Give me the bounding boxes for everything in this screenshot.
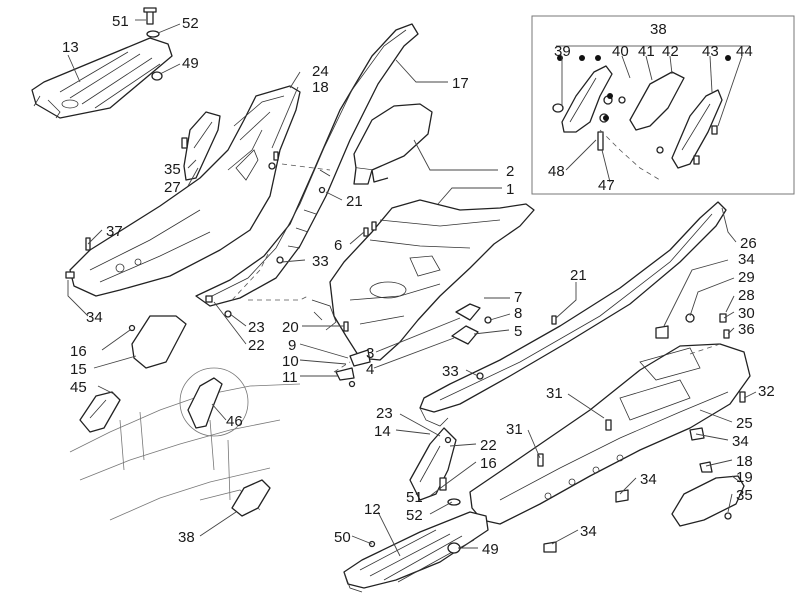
callout-16b: 16 bbox=[480, 455, 497, 472]
callout-50: 50 bbox=[334, 529, 351, 546]
callout-44: 44 bbox=[736, 43, 753, 60]
fasteners-upper bbox=[143, 7, 163, 81]
callout-52: 52 bbox=[182, 15, 199, 32]
callout-51b: 51 bbox=[406, 489, 423, 506]
callout-4: 4 bbox=[366, 361, 374, 378]
callout-21b: 21 bbox=[570, 267, 587, 284]
callout-9: 9 bbox=[288, 337, 296, 354]
callout-38b: 38 bbox=[178, 529, 195, 546]
callout-1: 1 bbox=[506, 181, 514, 198]
parts-drawing bbox=[31, 7, 795, 593]
callout-5: 5 bbox=[514, 323, 522, 340]
callout-29: 29 bbox=[738, 269, 755, 286]
callout-34: 34 bbox=[738, 251, 755, 268]
callout-18: 18 bbox=[312, 79, 329, 96]
callout-11: 11 bbox=[282, 369, 298, 386]
callout-51: 51 bbox=[112, 13, 129, 30]
callout-36: 36 bbox=[738, 321, 755, 338]
callout-23: 23 bbox=[248, 319, 265, 336]
callout-33b: 33 bbox=[442, 363, 459, 380]
callout-21: 21 bbox=[346, 193, 363, 210]
callout-48: 48 bbox=[548, 163, 565, 180]
callout-40: 40 bbox=[612, 43, 629, 60]
callout-23b: 23 bbox=[376, 405, 393, 422]
callout-32: 32 bbox=[758, 383, 775, 400]
callout-2: 2 bbox=[506, 163, 514, 180]
callout-3: 3 bbox=[366, 345, 374, 362]
part-right-lower-cover-25 bbox=[469, 343, 751, 525]
part-footrest-upper bbox=[31, 37, 173, 119]
callout-34e: 34 bbox=[580, 523, 597, 540]
part-frame-rail-17 bbox=[195, 23, 419, 307]
callout-47: 47 bbox=[598, 177, 615, 194]
callout-35: 35 bbox=[164, 161, 181, 178]
inset-detail-box bbox=[531, 15, 795, 195]
part-bracket-45 bbox=[79, 391, 121, 433]
callout-30: 30 bbox=[738, 305, 755, 322]
callout-7: 7 bbox=[514, 289, 522, 306]
assembly-guide-lines bbox=[231, 163, 721, 373]
callout-18b: 18 bbox=[736, 453, 753, 470]
callout-13: 13 bbox=[62, 39, 79, 56]
callout-19: 19 bbox=[736, 469, 753, 486]
callout-15: 15 bbox=[70, 361, 87, 378]
callout-14: 14 bbox=[374, 423, 391, 440]
callout-46: 46 bbox=[226, 413, 243, 430]
callout-24: 24 bbox=[312, 63, 329, 80]
part-footrest-lower bbox=[343, 511, 489, 593]
part-bracket-46-detail bbox=[179, 367, 249, 437]
callout-34b: 34 bbox=[86, 309, 103, 326]
callout-38: 38 bbox=[650, 21, 667, 38]
callout-6: 6 bbox=[334, 237, 342, 254]
callout-25: 25 bbox=[736, 415, 753, 432]
part-right-rail-26 bbox=[419, 201, 727, 427]
callout-27: 27 bbox=[164, 179, 181, 196]
callout-49: 49 bbox=[182, 55, 199, 72]
callout-16: 16 bbox=[70, 343, 87, 360]
part-oval-cover-19 bbox=[671, 475, 745, 527]
callout-37: 37 bbox=[106, 223, 123, 240]
part-left-side-cover bbox=[69, 85, 301, 297]
callout-39: 39 bbox=[554, 43, 571, 60]
callout-41: 41 bbox=[638, 43, 655, 60]
callout-20: 20 bbox=[282, 319, 299, 336]
callout-31: 31 bbox=[546, 385, 563, 402]
part-central-frame-1 bbox=[311, 199, 535, 361]
callout-28: 28 bbox=[738, 287, 755, 304]
leader-lines bbox=[67, 19, 757, 557]
callout-43: 43 bbox=[702, 43, 719, 60]
callout-33: 33 bbox=[312, 253, 329, 270]
callout-8: 8 bbox=[514, 305, 522, 322]
callout-22: 22 bbox=[248, 337, 265, 354]
part-bracket-38-lower bbox=[231, 479, 271, 517]
callout-34c: 34 bbox=[732, 433, 749, 450]
callout-42: 42 bbox=[662, 43, 679, 60]
callout-22b: 22 bbox=[480, 437, 497, 454]
callout-17: 17 bbox=[452, 75, 469, 92]
callout-26: 26 bbox=[740, 235, 757, 252]
callout-labels: 51 52 13 49 24 18 17 38 39 40 41 42 43 4… bbox=[62, 13, 775, 558]
callout-35b: 35 bbox=[736, 487, 753, 504]
part-front-flap-14 bbox=[409, 427, 457, 501]
callout-31b: 31 bbox=[506, 421, 523, 438]
callout-34d: 34 bbox=[640, 471, 657, 488]
callout-10: 10 bbox=[282, 353, 299, 370]
callout-45: 45 bbox=[70, 379, 87, 396]
part-seat-pad-2 bbox=[353, 103, 433, 185]
callout-49b: 49 bbox=[482, 541, 499, 558]
part-small-panel-15 bbox=[131, 315, 187, 369]
callout-12: 12 bbox=[364, 501, 381, 518]
callout-52b: 52 bbox=[406, 507, 423, 524]
